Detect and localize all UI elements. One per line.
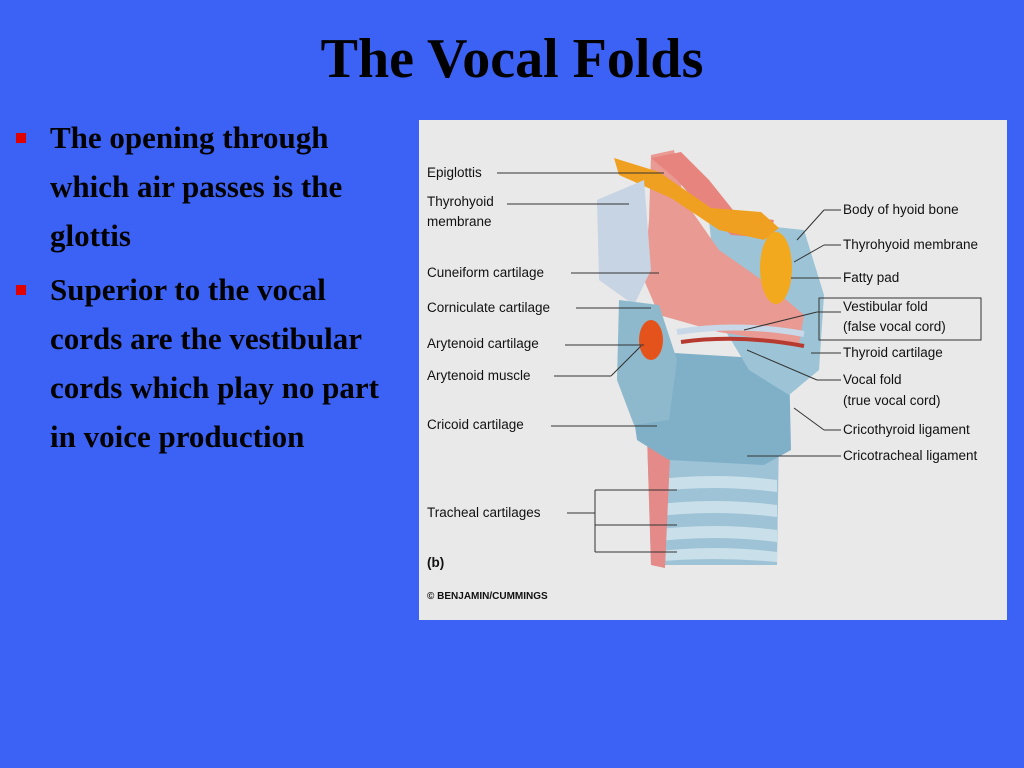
label-body-of-hyoid-bone: Body of hyoid bone bbox=[843, 202, 959, 217]
label-false-vocal-cord: (false vocal cord) bbox=[843, 319, 946, 334]
bullet-item: Superior to the vocal cords are the vest… bbox=[14, 265, 394, 461]
bullet-list: The opening through which air passes is … bbox=[14, 113, 394, 466]
bullet-text: Superior to the vocal cords are the vest… bbox=[50, 272, 379, 454]
label-tracheal-cartilages: Tracheal cartilages bbox=[427, 505, 541, 520]
larynx-diagram: Epiglottis Thyrohyoid membrane Cuneiform… bbox=[419, 120, 1007, 620]
left-leader-lines bbox=[497, 172, 677, 553]
arytenoid-region-drawing bbox=[617, 300, 677, 425]
laryngeal-mucosa-drawing bbox=[644, 150, 804, 345]
vestibular-fold-drawing bbox=[676, 324, 805, 337]
larynx-illustration: Epiglottis Thyrohyoid membrane Cuneiform… bbox=[427, 150, 982, 602]
label-cricotracheal-ligament: Cricotracheal ligament bbox=[843, 448, 978, 463]
arytenoid-cartilage-drawing bbox=[639, 320, 663, 360]
trachea-drawing bbox=[647, 435, 779, 568]
fatty-pad-drawing bbox=[760, 232, 792, 304]
hyoid-bone-drawing bbox=[614, 158, 779, 240]
label-thyrohyoid-membrane: Thyrohyoid membrane bbox=[843, 237, 978, 252]
vocal-fold-drawing bbox=[680, 336, 805, 348]
label-arytenoid-muscle: Arytenoid muscle bbox=[427, 368, 531, 383]
label-thyrohyoid-membrane-line1: Thyrohyoid bbox=[427, 194, 494, 209]
label-fatty-pad: Fatty pad bbox=[843, 270, 899, 285]
label-corniculate-cartilage: Corniculate cartilage bbox=[427, 300, 550, 315]
right-leader-lines bbox=[743, 209, 982, 457]
thyrohyoid-membrane-left-drawing bbox=[597, 180, 651, 305]
label-thyrohyoid-membrane-line2: membrane bbox=[427, 214, 492, 229]
label-vocal-fold: Vocal fold bbox=[843, 372, 902, 387]
label-cricothyroid-ligament: Cricothyroid ligament bbox=[843, 422, 970, 437]
bullet-text: The opening through which air passes is … bbox=[50, 120, 343, 253]
square-bullet-icon bbox=[16, 133, 26, 143]
slide-title: The Vocal Folds bbox=[320, 28, 704, 90]
label-cuneiform-cartilage: Cuneiform cartilage bbox=[427, 265, 544, 280]
panel-label: (b) bbox=[427, 555, 444, 570]
copyright-text: © BENJAMIN/CUMMINGS bbox=[427, 591, 548, 602]
label-cricoid-cartilage: Cricoid cartilage bbox=[427, 417, 524, 432]
square-bullet-icon bbox=[16, 285, 26, 295]
label-vestibular-fold: Vestibular fold bbox=[843, 299, 928, 314]
label-arytenoid-cartilage: Arytenoid cartilage bbox=[427, 336, 539, 351]
label-true-vocal-cord: (true vocal cord) bbox=[843, 393, 941, 408]
label-epiglottis: Epiglottis bbox=[427, 165, 482, 180]
label-thyroid-cartilage: Thyroid cartilage bbox=[843, 345, 943, 360]
bullet-item: The opening through which air passes is … bbox=[14, 113, 394, 260]
